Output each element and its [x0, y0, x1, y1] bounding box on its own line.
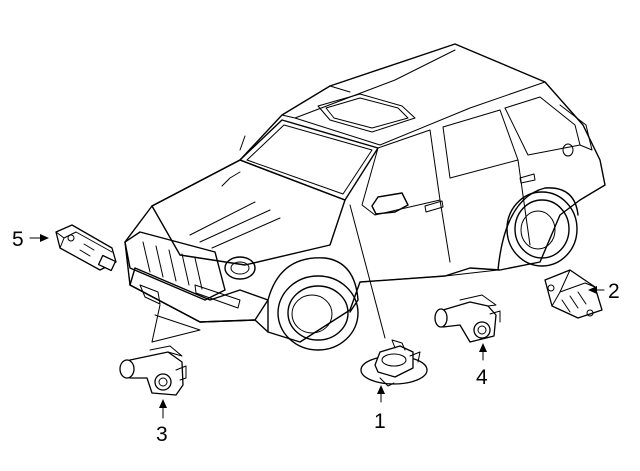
- callout-4-arrowhead: [479, 343, 487, 352]
- callout-3-arrowhead: [159, 399, 167, 408]
- callout-2: 2: [588, 280, 620, 303]
- leader-lines: [151, 204, 386, 343]
- callout-5-label: 5: [12, 228, 24, 251]
- part-5-side-sensor: [55, 224, 117, 272]
- callout-3-label: 3: [156, 423, 168, 446]
- callout-3: 3: [156, 399, 168, 446]
- callout-5-arrowhead: [40, 234, 49, 242]
- part-1-steering-angle-sensor: [360, 339, 428, 387]
- callout-4: 4: [476, 343, 488, 389]
- callout-4-label: 4: [476, 366, 488, 389]
- part-4-impact-sensor: [434, 294, 501, 343]
- vehicle-illustration: [124, 43, 606, 351]
- callout-1-arrowhead: [377, 385, 385, 394]
- part-2-control-module: [544, 269, 603, 319]
- callout-2-arrowhead: [588, 286, 597, 294]
- part-3-impact-sensor: [119, 345, 187, 396]
- callout-5: 5: [12, 228, 49, 251]
- callout-2-label: 2: [608, 280, 620, 303]
- callout-1: 1: [374, 385, 386, 433]
- callout-1-label: 1: [374, 410, 386, 433]
